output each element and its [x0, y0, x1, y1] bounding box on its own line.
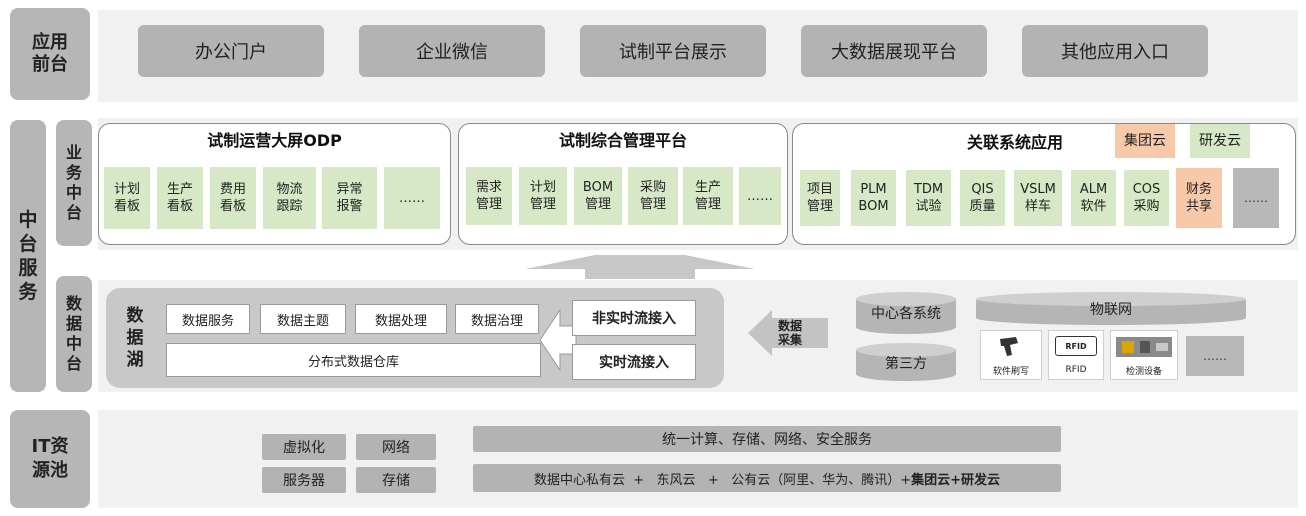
source-iot-label: 物联网 — [1090, 302, 1132, 318]
layer-label-data-mid: 数 据 中 台 — [56, 276, 92, 392]
related-item-cos[interactable]: COS 采购 — [1124, 170, 1169, 226]
layer-label-it-pool: IT资 源池 — [10, 410, 90, 508]
it-unified-services[interactable]: 统一计算、存储、网络、安全服务 — [473, 426, 1061, 452]
rfid-icon: RFID — [1055, 336, 1097, 356]
related-item-tdm[interactable]: TDM 试验 — [906, 170, 951, 226]
mgmt-item-more[interactable]: …… — [739, 167, 781, 225]
mgmt-item-plan[interactable]: 计划 管理 — [519, 167, 567, 225]
odp-item-production-board[interactable]: 生产 看板 — [157, 167, 203, 229]
data-collect-arrow-icon — [748, 310, 828, 356]
datalake-warehouse[interactable]: 分布式数据仓库 — [166, 343, 541, 377]
odp-title: 试制运营大屏ODP — [207, 131, 342, 150]
cylinder-top — [976, 292, 1246, 306]
up-arrow-icon — [525, 255, 755, 279]
related-title: 关联系统应用 — [966, 133, 1063, 152]
related-item-qis[interactable]: QIS 质量 — [960, 170, 1005, 226]
mgmt-title: 试制综合管理平台 — [558, 131, 687, 150]
stream-non-realtime[interactable]: 非实时流接入 — [572, 300, 696, 336]
app-bigdata-platform[interactable]: 大数据展现平台 — [801, 25, 987, 77]
odp-item-plan-board[interactable]: 计划 看板 — [104, 167, 150, 229]
app-other-entry[interactable]: 其他应用入口 — [1022, 25, 1208, 77]
data-collect-label: 数据 采集 — [777, 319, 802, 347]
related-item-project[interactable]: 项目 管理 — [800, 170, 840, 226]
odp-item-exception-alarm[interactable]: 异常 报警 — [322, 167, 377, 229]
layer-label-app-front: 应用 前台 — [10, 8, 90, 100]
app-office-portal[interactable]: 办公门户 — [138, 25, 324, 77]
odp-item-more[interactable]: …… — [384, 167, 440, 229]
source-third-party-label: 第三方 — [885, 356, 927, 372]
left-arrow-icon — [539, 308, 577, 372]
related-item-vslm[interactable]: VSLM 样车 — [1014, 170, 1062, 226]
mgmt-panel — [458, 123, 788, 245]
scanner-icon — [1000, 337, 1018, 356]
cylinder-bottom — [976, 311, 1246, 325]
layer-label-middle-service: 中 台 服 务 — [10, 120, 46, 392]
tag-rd-cloud[interactable]: 研发云 — [1190, 124, 1250, 158]
mgmt-item-purchase[interactable]: 采购 管理 — [628, 167, 678, 225]
source-center-systems-label: 中心各系统 — [871, 306, 941, 322]
related-item-alm[interactable]: ALM 软件 — [1071, 170, 1116, 226]
cylinder-top — [856, 292, 956, 306]
datalake-service-data-governance[interactable]: 数据治理 — [455, 304, 539, 334]
datalake-service-data-processing[interactable]: 数据处理 — [355, 304, 447, 334]
odp-item-cost-board[interactable]: 费用 看板 — [210, 167, 256, 229]
layer-label-business-mid: 业 务 中 台 — [56, 120, 92, 246]
related-item-plm-bom[interactable]: PLM BOM — [851, 170, 896, 226]
device-inspection-label: 检测设备 — [1125, 366, 1162, 377]
it-cloud-bold: 集团云+研发云 — [911, 472, 1001, 488]
it-server[interactable]: 服务器 — [262, 467, 346, 493]
related-item-more[interactable]: …… — [1233, 168, 1279, 228]
it-storage[interactable]: 存储 — [356, 467, 436, 493]
mgmt-item-bom[interactable]: BOM 管理 — [574, 167, 622, 225]
app-wechat-work[interactable]: 企业微信 — [359, 25, 545, 77]
inspection-equipment-icon — [1116, 337, 1172, 357]
it-network[interactable]: 网络 — [356, 434, 436, 460]
it-virtualization[interactable]: 虚拟化 — [262, 434, 346, 460]
mgmt-item-demand[interactable]: 需求 管理 — [466, 167, 512, 225]
app-trial-platform-display[interactable]: 试制平台展示 — [580, 25, 766, 77]
mgmt-item-production[interactable]: 生产 管理 — [683, 167, 733, 225]
device-more[interactable]: …… — [1186, 336, 1244, 376]
related-item-finance[interactable]: 财务 共享 — [1176, 168, 1222, 228]
it-cloud-line[interactable]: 数据中心私有云 + 东风云 + 公有云（阿里、华为、腾讯）+集团云+研发云 — [473, 464, 1061, 492]
device-flash-label: 软件刷写 — [992, 366, 1029, 377]
cylinder-bottom — [856, 367, 956, 381]
datalake-service-data-topic[interactable]: 数据主题 — [260, 304, 346, 334]
datalake-service-data-service[interactable]: 数据服务 — [166, 304, 250, 334]
datalake-title: 数 据 湖 — [126, 306, 144, 370]
odp-item-logistics-tracking[interactable]: 物流 跟踪 — [263, 167, 316, 229]
cylinder-top — [856, 343, 956, 357]
device-rfid-label: RFID — [1065, 365, 1087, 375]
cylinder-bottom — [856, 320, 956, 334]
tag-group-cloud[interactable]: 集团云 — [1115, 124, 1175, 158]
stream-realtime[interactable]: 实时流接入 — [572, 344, 696, 380]
it-cloud-prefix: 数据中心私有云 + 东风云 + 公有云（阿里、华为、腾讯）+ — [533, 472, 912, 488]
